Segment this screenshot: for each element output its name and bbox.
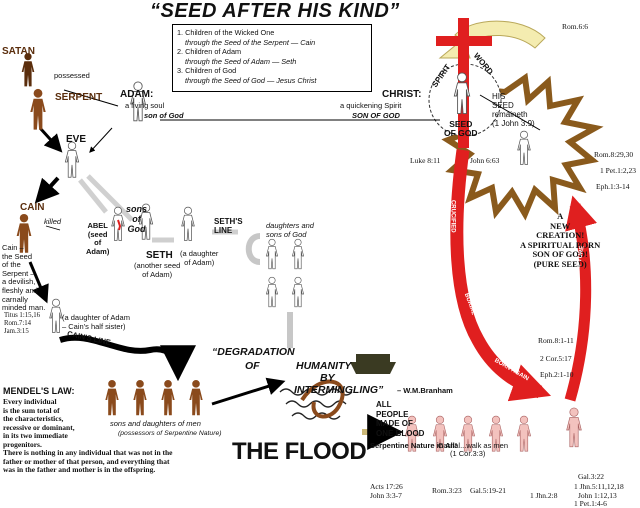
label-all-people: ALL PEOPLE MADE OF ONE BLOOD [376,400,425,438]
seth-daughter-figure [181,206,195,241]
legend-line-1b: through the Seed of the Serpent — Cain [185,37,316,47]
arrow-eve-abel [78,178,108,214]
line-seed-hisseed [479,94,541,131]
arrow-cain-wife [28,261,49,304]
label-the-flood: THE FLOOD [232,438,367,465]
arrow-adam-eve [89,127,113,153]
ref-eph13: Eph.1:3-14 [596,182,630,191]
label-christ-sub1: a quickening Spirit [340,101,402,110]
label-his-seed: HIS SEED remaineth (1 John 3:9) [492,92,535,128]
legend-line-3: 3. Children of God [177,66,237,76]
ref-john112: John 1:12,13 [578,491,617,500]
label-mendel-text: Every individual is the sum total of the… [3,397,173,474]
label-adam: ADAM: [120,89,154,100]
label-degradation: “DEGRADATION [212,346,295,358]
legend-box: 1. Children of the Wicked One through th… [172,24,372,92]
arrow-eve-cain [34,176,60,204]
legend-line-2: 2. Children of Adam [177,47,242,57]
abel-wound [117,219,122,231]
ref-gal322: Gal.3:22 [578,472,605,481]
page-title: “SEED AFTER HIS KIND” [150,0,400,22]
label-serpentine-all: Serpentine Nature in All! [370,441,458,450]
ref-luke: Luke 8:11 [410,156,441,165]
label-christ: CHRIST: [382,89,422,100]
label-possessed: possessed [54,71,90,80]
sons-of-god-figures [266,238,304,308]
label-humanity: HUMANITY [296,360,352,372]
eve-figure [64,141,80,178]
ref-rom66: Rom.6:6 [562,22,589,31]
label-mendel-title: MENDEL'S LAW: [3,386,75,396]
label-sons-of-god: sons of God [126,204,148,234]
satan-figure [21,53,35,87]
ref-gal519: Gal.5:19-21 [470,486,507,495]
ref-john511: 1 Jhn.5:11,12,18 [574,482,624,491]
label-adam-sub1: a living soul [125,101,165,110]
red-arrow-rapture [564,195,597,402]
label-seth: SETH [146,250,173,261]
ref-rom829: Rom.8:29,30 [594,150,634,159]
ref-eph21: Eph.2:1-10 [540,370,574,379]
label-cain-wife: (a daughter of Adam – Cain's half sister… [62,313,130,331]
label-serpent: SERPENT [55,92,103,103]
label-seth-sub: (another seed of Adam) [134,261,181,279]
ref-cor517: 2 Cor.5:17 [540,354,572,363]
line-satan-adam [63,89,119,107]
label-abel: ABEL (seed of Adam) [86,221,110,256]
label-crucified: CRUCIFIED [449,199,456,233]
label-satan: SATAN [2,46,35,57]
label-of: OF [245,360,260,372]
arrow-eve-seth [86,174,134,222]
ref-john28: 1 Jhn.2:8 [530,491,558,500]
ref-pet123: 1 Pet.1:2,23 [600,166,637,175]
ref-rom811: Rom.8:1-11 [538,336,574,345]
cain-wife-figure [49,298,63,333]
label-daughters-sons: daughters and sons of God [266,221,314,239]
ref-rom323: Rom.3:23 [432,486,462,495]
arrow-cain-killed [45,225,61,231]
red-cross-horizontal [436,36,492,46]
label-by: BY [320,372,335,384]
label-seed-of-god: SEED OF GOD [444,119,478,138]
ref-pet146: 1 Pet.1:4-6 [574,499,607,508]
label-adam-sub2: son of God [144,111,184,120]
label-sons-daughters-men: sons and daughters of men [110,419,201,428]
ref-titus: Titus 1:15,16 Rom.7:14 Jam.3:15 [4,312,41,335]
serpent-coil [300,379,345,419]
legend-line-2b: through the Seed of Adam — Seth [185,56,297,66]
label-carnal-ref: (1 Cor.3:3) [450,449,486,458]
ref-acts: Acts 17:26 John 3:3-7 [370,482,403,500]
arrow-cains-line [59,334,196,382]
label-eve: EVE [66,134,87,145]
label-cain: CAIN [20,202,45,213]
label-new-creation: A NEW CREATION! A SPIRITUAL BORN SON OF … [520,211,601,269]
label-killed: killed [44,217,62,226]
label-branham: – W.M.Branham [397,386,453,395]
label-serpentine-nature: (possessors of Serpentine Nature) [118,430,222,437]
ark [350,354,396,374]
arrow-serpent-eve [38,126,63,153]
legend-line-3b: through the Seed of God — Jesus Christ [185,75,317,85]
serpent-figure [30,88,46,130]
red-arrow-crucified [450,149,552,402]
label-daughter-adam: (a daughter of Adam) [180,249,219,267]
label-intermingling: INTERMINGLING” [294,384,384,396]
arrow-men-flood [211,377,286,406]
seth-line-bracket [245,233,261,265]
label-cain-desc: Cain – the Seed of the Serpent – a devil… [2,243,46,313]
label-christ-sub2: SON OF GOD [352,111,400,120]
legend-line-1: 1. Children of the Wicked One [177,28,275,37]
label-carnal: Carnal...walk as men [438,441,509,450]
ref-john663: John 6:63 [470,156,500,165]
label-seths-line: SETH'S LINE [214,217,243,235]
